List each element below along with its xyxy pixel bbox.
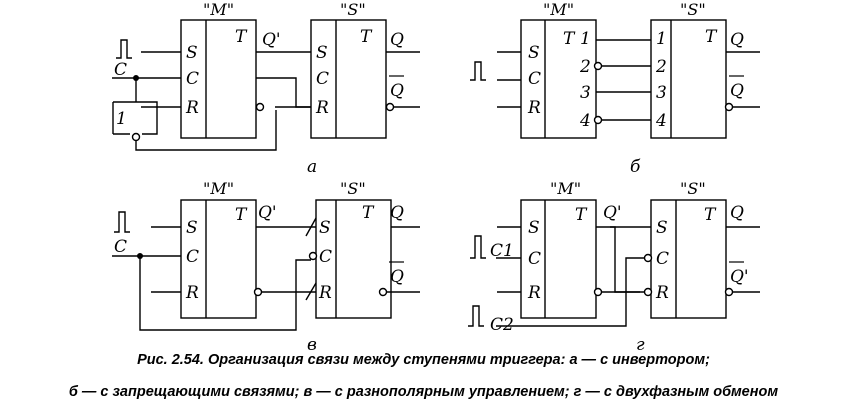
- b-slave-in-3: 3: [656, 83, 667, 103]
- junction-dot-v: [137, 253, 143, 259]
- junction-dot-a: [133, 75, 139, 81]
- a-clock-label: C: [114, 60, 127, 80]
- g-slave-q: Q: [730, 203, 744, 223]
- inv-bubble-g-c: [643, 253, 653, 263]
- b-slave-title: "S": [680, 0, 706, 19]
- b-slave-in-4: 4: [655, 111, 667, 131]
- v-panel-label: в: [307, 335, 317, 355]
- g-slave-r: R: [655, 283, 669, 303]
- g-master-q: Q': [603, 203, 622, 223]
- v-slave-s: S: [319, 218, 331, 238]
- v-master-s: S: [186, 218, 198, 238]
- panel-g-lines: [468, 199, 760, 327]
- v-slave-t: T: [362, 203, 375, 223]
- v-slave-qbar: Q: [390, 267, 404, 287]
- a-slave-c: C: [316, 69, 329, 89]
- inv-bubble-g-master-qbar: [593, 287, 603, 297]
- inv-bubble-g-qbar: [724, 287, 734, 297]
- b-master-out-2: 2: [579, 57, 591, 77]
- b-master-out-4: 4: [579, 111, 591, 131]
- g-slave-s: S: [656, 218, 668, 238]
- inv-bubble-a-inverter: [131, 132, 141, 142]
- inv-bubble-a-master-q: [255, 102, 265, 112]
- inv-bubble-b-qbar: [724, 102, 734, 112]
- a-slave-q: Q: [390, 30, 404, 50]
- a-slave-qbar: Q: [390, 81, 404, 101]
- inv-bubble-g-r: [643, 287, 653, 297]
- b-master-c: C: [528, 69, 541, 89]
- inv-bubble-a-slave-qbar: [385, 102, 395, 112]
- a-master-t: T: [235, 27, 248, 47]
- panel-a-lines: [112, 19, 420, 151]
- b-slave-in-2: 2: [655, 57, 667, 77]
- g-slave-title: "S": [680, 179, 706, 198]
- figure-caption-line-2: б — с запрещающими связями; в — с разноп…: [68, 384, 779, 400]
- b-slave-in-1: 1: [656, 29, 667, 49]
- a-slave-t: T: [360, 27, 373, 47]
- a-master-c: C: [186, 69, 199, 89]
- b-master-s: S: [528, 43, 540, 63]
- g-clock1-label: C1: [490, 241, 514, 261]
- inv-bubble-v-qbar: [378, 287, 388, 297]
- a-slave-title: "S": [340, 0, 366, 19]
- v-master-title: "M": [203, 179, 234, 198]
- g-slave-t: T: [704, 205, 717, 225]
- b-panel-label: б: [630, 157, 641, 177]
- b-slave-t: T: [705, 27, 718, 47]
- v-master-q: Q': [258, 203, 277, 223]
- a-panel-label: a: [307, 157, 317, 177]
- v-slave-title: "S": [340, 179, 366, 198]
- b-slave-qbar: Q: [730, 81, 744, 101]
- a-master-q: Q': [262, 30, 281, 50]
- v-slave-q: Q: [390, 203, 404, 223]
- b-master-r: R: [527, 98, 541, 118]
- panel-b-lines: [470, 19, 760, 139]
- a-master-r: R: [185, 98, 199, 118]
- panel-v-lines: [112, 199, 420, 331]
- g-master-t: T: [575, 205, 588, 225]
- g-master-r: R: [527, 283, 541, 303]
- inv-bubble-v-c: [308, 251, 318, 261]
- v-master-r: R: [185, 283, 199, 303]
- v-slave-c: C: [319, 247, 332, 267]
- b-master-out-3: 3: [580, 83, 591, 103]
- g-master-c: C: [528, 249, 541, 269]
- inv-bubble-b-o2: [593, 61, 603, 71]
- g-slave-qbar: Q': [730, 267, 749, 287]
- v-master-t: T: [235, 205, 248, 225]
- figure-caption-line-1: Рис. 2.54. Организация связи между ступе…: [137, 352, 710, 368]
- inv-bubble-v-master-qbar: [253, 287, 263, 297]
- g-clock2-label: C2: [490, 315, 514, 335]
- v-clock-label: C: [114, 237, 127, 257]
- v-master-c: C: [186, 247, 199, 267]
- g-master-title: "M": [550, 179, 581, 198]
- a-slave-r: R: [315, 98, 329, 118]
- b-master-out-1: 1: [580, 29, 591, 49]
- a-master-title: "M": [203, 0, 234, 19]
- a-master-s: S: [186, 43, 198, 63]
- g-slave-c: C: [656, 249, 669, 269]
- inv-bubble-b-o4: [593, 115, 603, 125]
- b-master-t: T: [563, 29, 576, 49]
- v-slave-r: R: [318, 283, 332, 303]
- b-slave-q: Q: [730, 30, 744, 50]
- a-inverter-label: 1: [116, 109, 127, 129]
- b-master-title: "M": [543, 0, 574, 19]
- g-master-s: S: [528, 218, 540, 238]
- a-slave-s: S: [316, 43, 328, 63]
- g-panel-label: г: [636, 335, 645, 355]
